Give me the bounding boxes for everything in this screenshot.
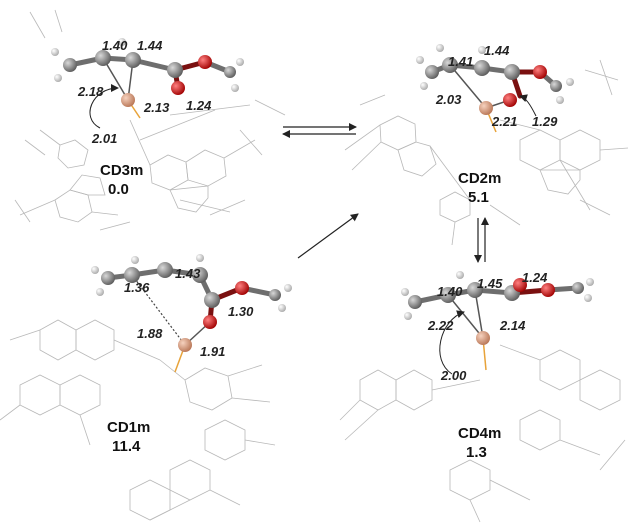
- copper-atom: [178, 338, 192, 352]
- bond-label: 1.44: [137, 38, 163, 53]
- copper-atom: [476, 331, 490, 345]
- molecule-cd1m: [91, 254, 292, 373]
- bond-label: 1.43: [175, 266, 201, 281]
- bond-label: 1.88: [137, 326, 163, 341]
- bond-label: 2.03: [435, 92, 462, 107]
- bond-label: 1.30: [228, 304, 254, 319]
- bond-label: 1.29: [532, 114, 558, 129]
- structure-name: CD1m: [107, 419, 150, 436]
- bond-label: 2.18: [77, 84, 104, 99]
- ligand-wireframe-cd2m: [344, 59, 629, 246]
- molecule-cd4m: [401, 271, 594, 375]
- bond-label: 2.00: [440, 368, 467, 383]
- relative-energy: 5.1: [468, 189, 489, 206]
- bond-labels-cd1m: 1.43 1.36 1.30 1.88 1.91: [124, 266, 254, 359]
- bond-label: 1.41: [448, 54, 473, 69]
- bond-label: 1.45: [477, 276, 503, 291]
- ligand-wireframe-cd1m: [0, 319, 276, 521]
- reaction-arrow-cd1m-cd2m: [297, 213, 359, 259]
- bond-label: 2.21: [491, 114, 517, 129]
- bond-label: 1.91: [200, 344, 225, 359]
- bond-label: 1.40: [102, 38, 128, 53]
- copper-atom: [479, 101, 493, 115]
- structure-name: CD3m: [100, 162, 143, 179]
- bond-label: 1.24: [522, 270, 548, 285]
- relative-energy: 11.4: [112, 438, 141, 455]
- bond-label: 2.13: [143, 100, 170, 115]
- copper-atom: [121, 93, 135, 107]
- ligand-wireframe-cd4m: [339, 344, 626, 523]
- equilibrium-arrow-cd3m-cd2m: [282, 123, 357, 138]
- bond-label: 1.44: [484, 43, 510, 58]
- relative-energy: 0.0: [108, 181, 129, 198]
- molecule-cd3m: [51, 38, 244, 129]
- equilibrium-arrow-cd2m-cd4m: [474, 217, 489, 263]
- bond-label: 2.22: [427, 318, 454, 333]
- bond-label: 1.40: [437, 284, 463, 299]
- structure-name: CD2m: [458, 170, 501, 187]
- bond-label: 2.01: [91, 131, 117, 146]
- structure-name: CD4m: [458, 425, 501, 442]
- bond-labels-cd4m: 1.40 1.45 1.24 2.22 2.14 2.00: [427, 270, 548, 383]
- bond-label: 2.14: [499, 318, 526, 333]
- bond-label: 1.24: [186, 98, 212, 113]
- bond-labels-cd2m: 1.41 1.44 2.03 2.21 1.29: [435, 43, 558, 129]
- bond-labels-cd3m: 1.40 1.44 1.24 2.18 2.13 2.01: [77, 38, 212, 146]
- relative-energy: 1.3: [466, 444, 487, 461]
- bond-label: 1.36: [124, 280, 150, 295]
- ligand-wireframe-cd3m: [14, 9, 286, 231]
- molecule-cd2m: [416, 44, 574, 133]
